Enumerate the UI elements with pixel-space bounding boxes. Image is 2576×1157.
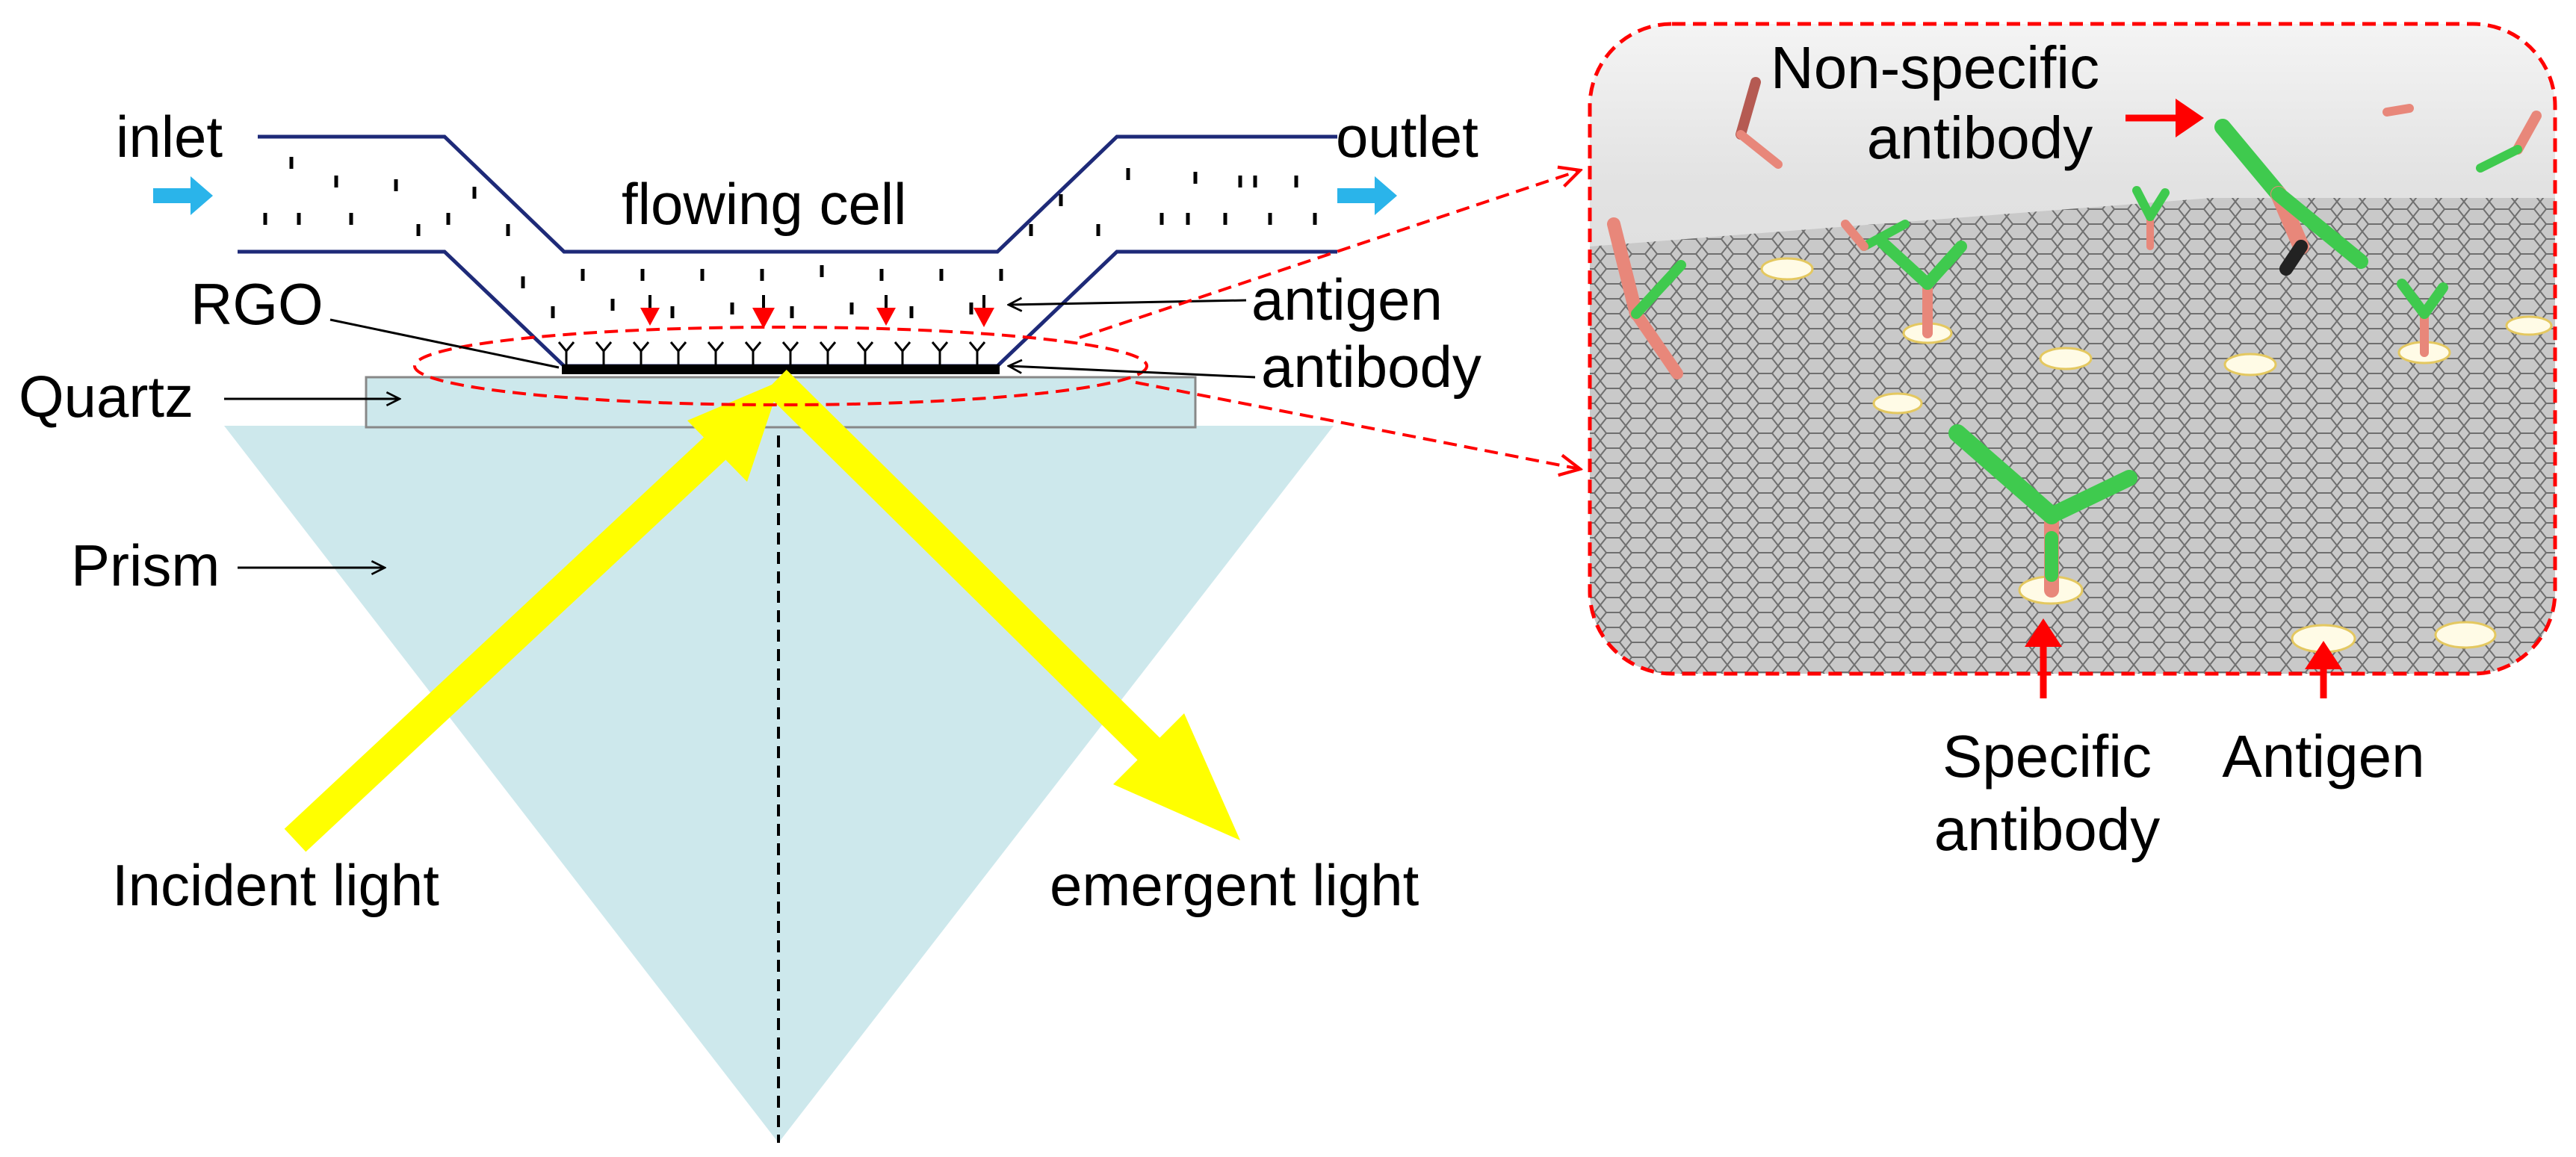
rgo-layer bbox=[562, 365, 1000, 374]
antigen-pointer-arrow bbox=[2305, 641, 2342, 698]
flow-arrows bbox=[153, 176, 1397, 215]
emergent-light-beam bbox=[764, 370, 1240, 840]
rgo-label: RGO bbox=[191, 271, 323, 337]
antibody-label: antibody bbox=[1261, 334, 1481, 400]
nonspecific-antibody-4 bbox=[2476, 111, 2542, 173]
prism bbox=[224, 426, 1334, 1143]
specific-antibody-3 bbox=[2397, 279, 2448, 357]
inset-nonspecific-antibodies bbox=[1607, 77, 2542, 379]
antigen-inset-label: Antigen bbox=[2222, 723, 2424, 790]
antigen-stems bbox=[648, 295, 985, 308]
nonspecific-antibody-3 bbox=[1736, 77, 1783, 169]
specific-antibody-1 bbox=[1948, 424, 2137, 598]
inset-panel: Non-specific antibody bbox=[1588, 22, 2557, 698]
inset-border bbox=[1588, 22, 2557, 676]
specific-antibody-4 bbox=[2132, 186, 2170, 250]
prism-label: Prism bbox=[71, 533, 220, 598]
non-specific-label-line2: antibody bbox=[1867, 105, 2093, 171]
zoom-arrows bbox=[1079, 170, 1580, 469]
antigens bbox=[640, 308, 994, 329]
antibody-leader bbox=[1009, 366, 1256, 379]
incident-light-beam bbox=[284, 381, 781, 852]
inset-specific-antibodies bbox=[1877, 186, 2448, 598]
inlet-label: inlet bbox=[116, 104, 223, 170]
antigen-label: antigen bbox=[1251, 267, 1443, 332]
nonspecific-antibody-5 bbox=[1841, 220, 1910, 251]
quartz-label: Quartz bbox=[19, 364, 193, 429]
outlet-label: outlet bbox=[1336, 104, 1479, 170]
inlet-flow-arrow bbox=[153, 176, 213, 215]
specific-pointer-arrow bbox=[2025, 618, 2062, 698]
specific-label-line2: antibody bbox=[1934, 796, 2160, 863]
non-specific-label-line1: Non-specific bbox=[1771, 34, 2099, 101]
nonspecific-antibody-6 bbox=[2383, 104, 2414, 117]
nonspecific-antibody-2 bbox=[2214, 119, 2368, 276]
emergent-light-label: emergent light bbox=[1050, 852, 1419, 918]
nonspecific-pointer-arrow bbox=[2125, 99, 2204, 137]
inset-antigen-spots bbox=[1760, 257, 2553, 654]
channel-particles bbox=[263, 157, 1317, 318]
rgo-leader bbox=[329, 318, 560, 369]
antibodies bbox=[557, 341, 986, 365]
inset-red-arrows bbox=[2025, 99, 2342, 698]
incident-light-label: Incident light bbox=[112, 852, 439, 918]
nonspecific-antibody-1 bbox=[1607, 217, 1686, 379]
outlet-flow-arrow bbox=[1337, 176, 1397, 215]
flowing-cell-label: flowing cell bbox=[622, 171, 907, 237]
label-leaders bbox=[224, 300, 1256, 568]
specific-antibody-2 bbox=[1877, 237, 1967, 338]
antigen-leader bbox=[1009, 300, 1247, 305]
highlight-ellipse bbox=[413, 326, 1148, 406]
specific-label-line1: Specific bbox=[1942, 723, 2152, 790]
